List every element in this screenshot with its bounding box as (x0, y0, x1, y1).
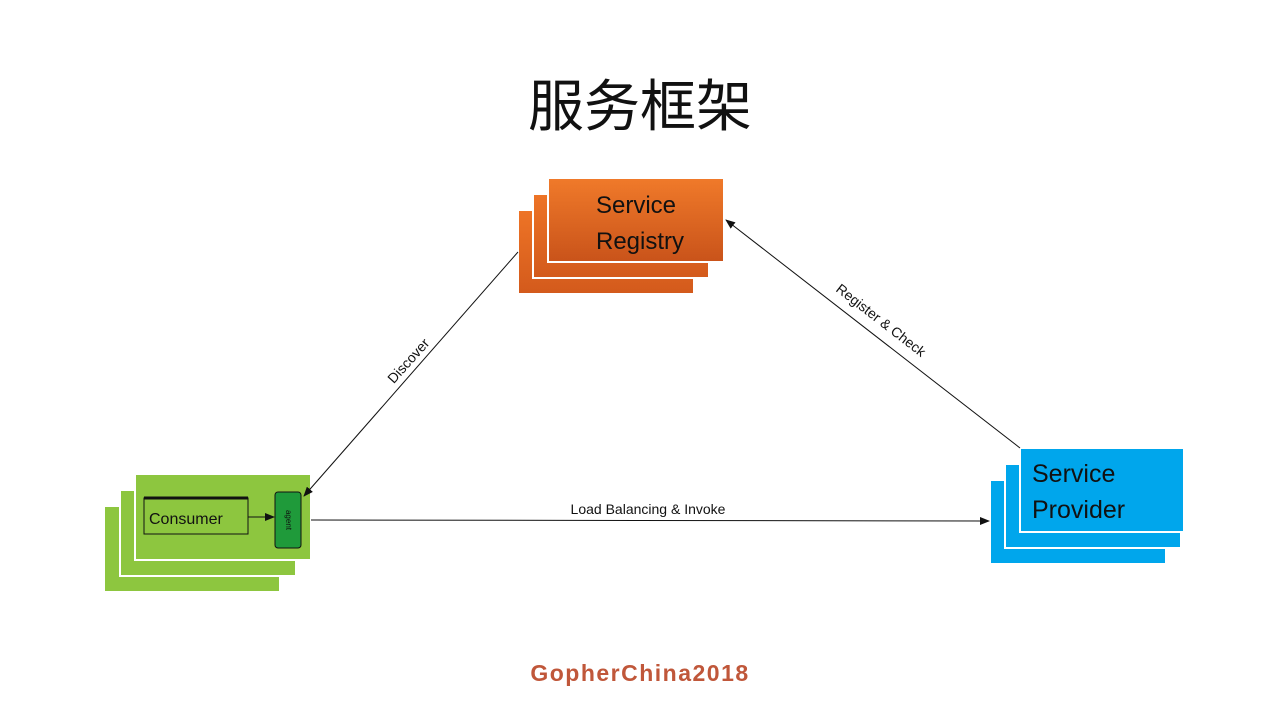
edge-register-label: Register & Check (833, 280, 930, 360)
provider-label-line2: Provider (1032, 496, 1125, 524)
edge-invoke-label: Load Balancing & Invoke (571, 501, 726, 517)
service-registry-node: Service Registry (517, 177, 725, 295)
consumer-label: Consumer (149, 511, 223, 528)
slide-title: 服务框架 (528, 75, 752, 140)
edge-discover-label: Discover (384, 335, 433, 386)
provider-label-line1: Service (1032, 460, 1115, 488)
agent-box: agent (274, 491, 302, 549)
edge-invoke: Load Balancing & Invoke (310, 501, 990, 525)
service-provider-node: Service Provider (989, 447, 1185, 565)
registry-label-line1: Service (596, 192, 676, 219)
agent-label: agent (284, 510, 293, 531)
consumer-inner-box: Consumer (143, 496, 249, 535)
registry-label-line2: Registry (596, 228, 684, 255)
footer-brand: GopherChina2018 (530, 660, 750, 686)
edge-register-check: Register & Check (725, 219, 1021, 449)
consumer-node: Consumer agent (103, 473, 312, 593)
edge-discover: Discover (303, 251, 519, 497)
